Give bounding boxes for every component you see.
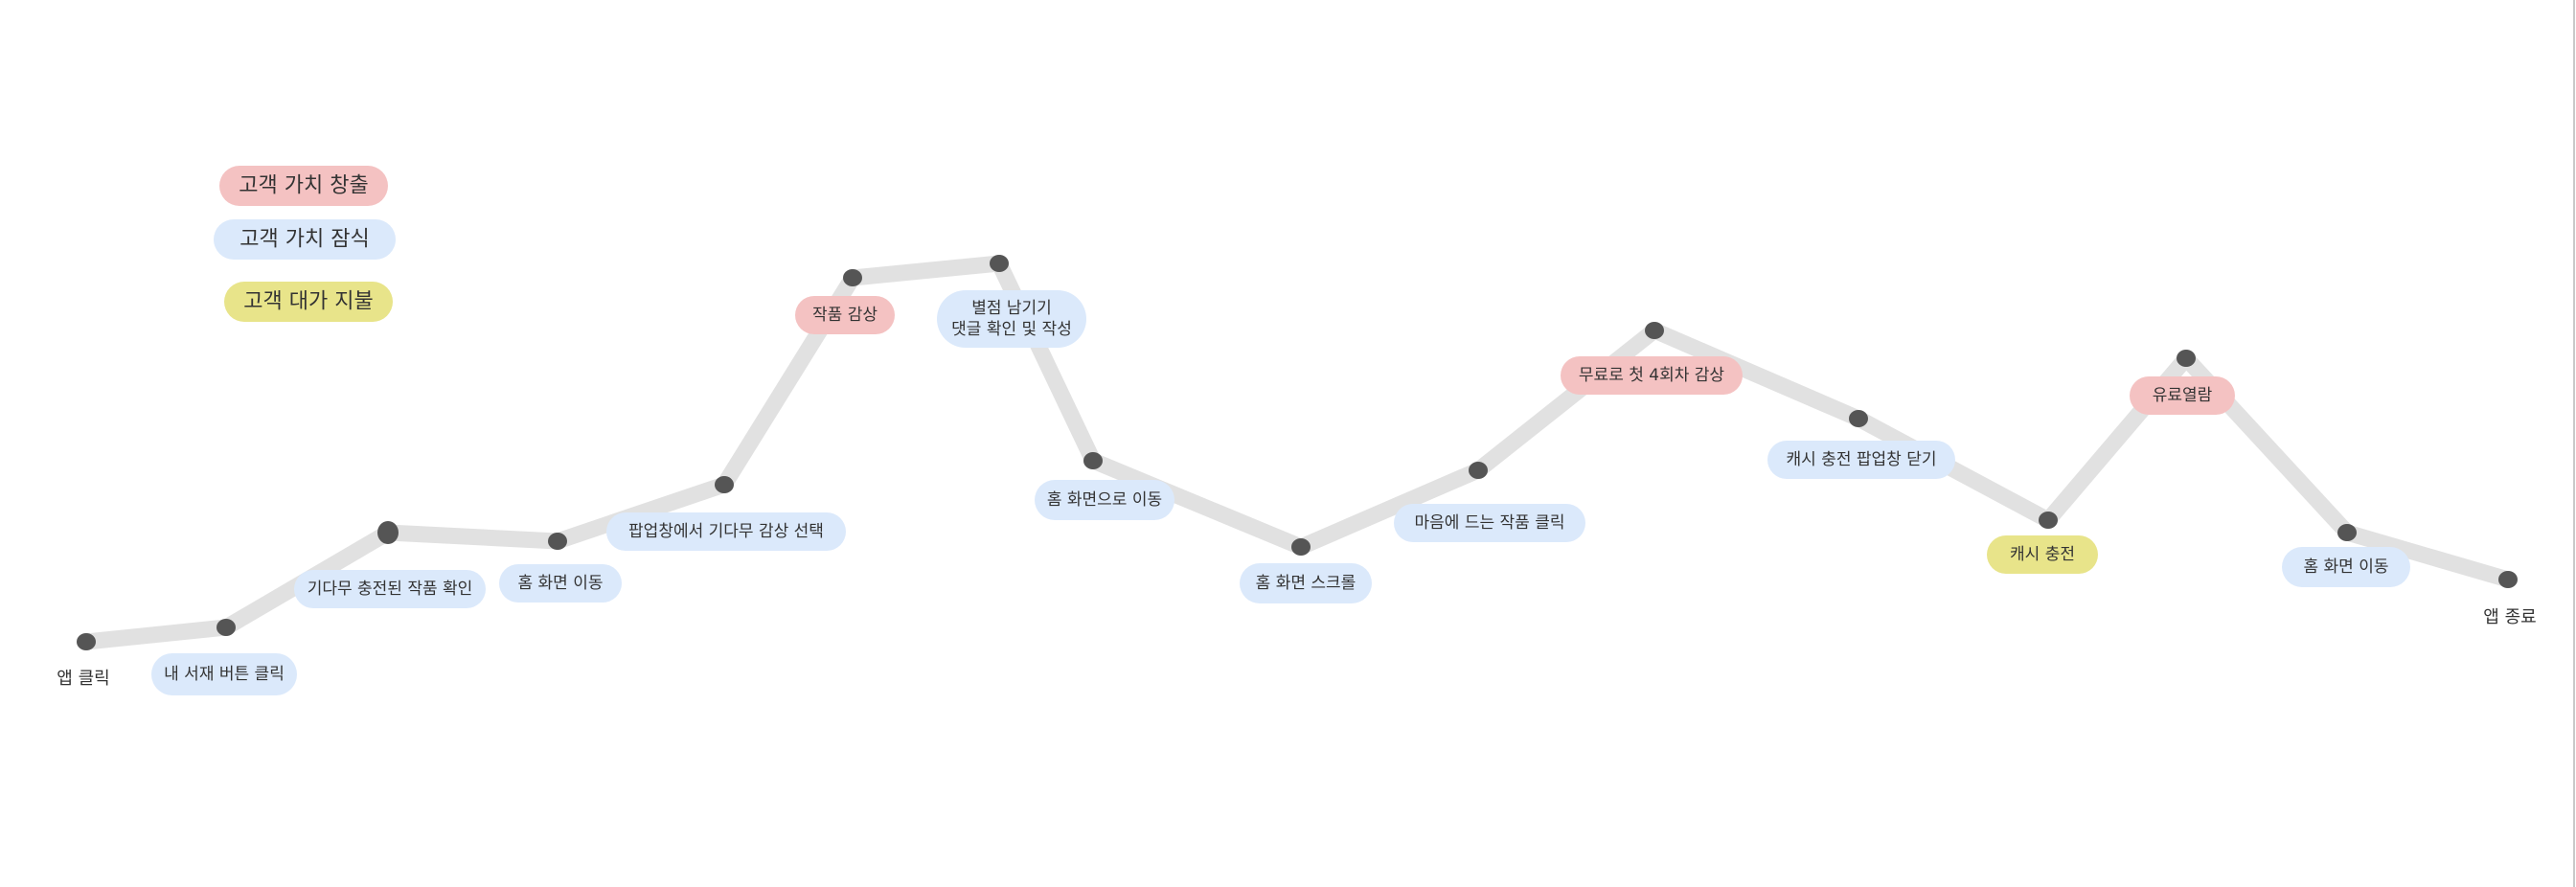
step-label-text: 내 서재 버튼 클릭 (164, 665, 285, 684)
step-label: 캐시 충전 (1987, 535, 2098, 574)
journey-node (1291, 538, 1311, 556)
journey-node (2039, 512, 2058, 529)
journey-node (217, 619, 236, 636)
step-label-text: 캐시 충전 팝업창 닫기 (1787, 450, 1937, 469)
journey-node (77, 633, 96, 650)
step-label-bg (151, 653, 297, 695)
journey-node (377, 521, 399, 544)
step-label: 홈 화면 스크롤 (1240, 563, 1372, 603)
step-label-bg (1240, 563, 1372, 603)
step-label: 유료열람 (2130, 376, 2235, 415)
step-label: 홈 화면 이동 (499, 564, 622, 603)
step-label: 앱 클릭 (57, 669, 109, 689)
step-label: 앱 종료 (2483, 607, 2536, 627)
journey-path (78, 255, 2517, 650)
step-label-bg (2130, 376, 2235, 415)
step-label: 홈 화면 이동 (2282, 547, 2410, 587)
step-label-text: 홈 화면 스크롤 (1256, 574, 1356, 593)
journey-node (2177, 350, 2196, 367)
step-label: 기다무 충전된 작품 확인 (294, 570, 486, 608)
step-label-bg (294, 570, 486, 608)
step-label-bg (2282, 547, 2410, 587)
right-edge-divider (2573, 0, 2575, 887)
step-label-bg (937, 290, 1086, 348)
step-label: 내 서재 버튼 클릭 (151, 653, 297, 695)
journey-node (715, 476, 734, 493)
step-nodes (77, 255, 2518, 650)
journey-node (1083, 452, 1103, 469)
step-label: 마음에 드는 작품 클릭 (1394, 504, 1585, 542)
step-label-text: 홈 화면 이동 (2303, 557, 2388, 577)
legend-label: 고객 가치 창출 (239, 174, 368, 198)
step-label: 캐시 충전 팝업창 닫기 (1767, 441, 1955, 479)
journey-node (548, 533, 567, 550)
step-label: 작품 감상 (795, 296, 895, 334)
journey-line (78, 255, 2517, 650)
step-label-bg (499, 564, 622, 603)
journey-node (990, 255, 1009, 272)
step-label-text: 홈 화면으로 이동 (1047, 490, 1162, 510)
legend-label: 고객 가치 잠식 (239, 228, 369, 252)
step-label-text: 기다무 충전된 작품 확인 (308, 580, 473, 599)
legend-item: 고객 가치 창출 (219, 166, 388, 206)
step-label-text: 홈 화면 이동 (517, 574, 603, 593)
step-label-text: 마음에 드는 작품 클릭 (1415, 513, 1565, 533)
step-label-bg (1987, 535, 2098, 574)
journey-node (2498, 571, 2518, 588)
step-label-bg (795, 296, 895, 334)
journey-node (1645, 322, 1664, 339)
step-label: 홈 화면으로 이동 (1035, 480, 1174, 520)
step-label-bg (1767, 441, 1955, 479)
step-label: 무료로 첫 4회차 감상 (1561, 356, 1743, 395)
step-label-bg (606, 512, 846, 551)
legend-swatch (219, 166, 388, 206)
step-labels: 앱 클릭 내 서재 버튼 클릭 기다무 충전된 작품 확인 홈 화면 이동 팝업창에서 … (57, 290, 2537, 695)
legend-item: 고객 가치 잠식 (214, 219, 396, 260)
step-label-bg (1561, 356, 1743, 395)
legend-swatch (214, 219, 396, 260)
step-label-text: 무료로 첫 4회차 감상 (1579, 366, 1725, 385)
step-label: 팝업창에서 기다무 감상 선택 (606, 512, 846, 551)
step-label-text: 작품 감상 (812, 306, 878, 325)
step-label-bg (1035, 480, 1174, 520)
step-label-text: 앱 클릭 (57, 669, 109, 689)
step-label-text: 유료열람 (2153, 386, 2213, 405)
legend-label: 고객 대가 지불 (243, 290, 373, 314)
step-label-bg (1394, 504, 1585, 542)
journey-node (1469, 462, 1488, 479)
legend-swatch (224, 282, 393, 322)
journey-node (1849, 410, 1868, 427)
step-label-text: 앱 종료 (2483, 607, 2536, 627)
step-label-text: 팝업창에서 기다무 감상 선택 (628, 522, 824, 541)
step-label-text: 캐시 충전 (2010, 545, 2075, 564)
journey-node (843, 269, 862, 286)
journey-node (2337, 524, 2357, 541)
legend-item: 고객 대가 지불 (224, 282, 393, 322)
